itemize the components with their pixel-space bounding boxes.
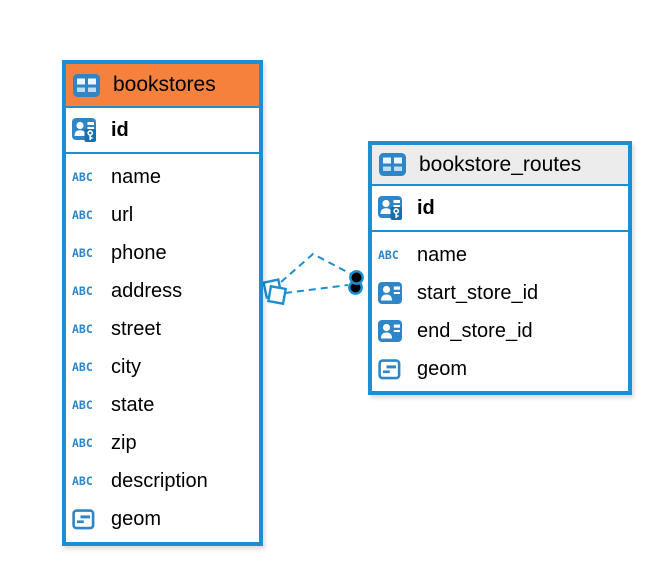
- column-row[interactable]: start_store_id: [372, 274, 628, 312]
- relationship-line[interactable]: [284, 284, 349, 294]
- relationship-line[interactable]: [280, 252, 352, 283]
- column-row[interactable]: ABC description: [66, 462, 259, 500]
- text-icon: ABC: [72, 284, 93, 298]
- geometry-icon: [72, 508, 103, 530]
- column-row[interactable]: ABC city: [66, 348, 259, 386]
- column-label: name: [111, 165, 162, 188]
- column-row[interactable]: geom: [372, 350, 628, 388]
- primary-key-icon: [72, 117, 103, 143]
- circle-marker: [348, 280, 363, 295]
- column-label: state: [111, 393, 155, 416]
- column-row[interactable]: ABC name: [372, 236, 628, 274]
- circle-marker: [349, 270, 364, 285]
- text-icon: ABC: [378, 248, 399, 262]
- column-label: zip: [111, 431, 137, 454]
- column-row[interactable]: ABC name: [66, 158, 259, 196]
- column-row[interactable]: end_store_id: [372, 312, 628, 350]
- geometry-icon: [378, 358, 409, 380]
- column-label: phone: [111, 241, 167, 264]
- table-bookstore-routes[interactable]: bookstore_routes id ABC name start_store_i…: [368, 141, 632, 395]
- table-title: bookstores: [113, 73, 216, 96]
- text-icon: ABC: [72, 170, 93, 184]
- column-label: address: [111, 279, 183, 302]
- column-row[interactable]: ABC address: [66, 272, 259, 310]
- column-row[interactable]: ABC phone: [66, 234, 259, 272]
- column-row[interactable]: ABC zip: [66, 424, 259, 462]
- column-row[interactable]: geom: [66, 500, 259, 538]
- column-label: start_store_id: [417, 281, 539, 304]
- pk-label: id: [417, 196, 435, 219]
- text-icon: ABC: [72, 322, 93, 336]
- pk-label: id: [111, 118, 129, 141]
- column-label: name: [417, 243, 468, 266]
- pk-row[interactable]: id: [372, 186, 628, 232]
- table-icon: [379, 153, 410, 176]
- table-title: bookstore_routes: [419, 152, 582, 176]
- column-label: street: [111, 317, 162, 340]
- text-icon: ABC: [72, 398, 93, 412]
- table-icon: [73, 73, 104, 97]
- column-label: description: [111, 469, 208, 492]
- text-icon: ABC: [72, 208, 93, 222]
- diamond-marker: [266, 284, 288, 306]
- primary-key-icon: [378, 195, 409, 221]
- text-icon: ABC: [72, 246, 93, 260]
- column-label: city: [111, 355, 141, 378]
- column-row[interactable]: ABC url: [66, 196, 259, 234]
- table-header[interactable]: bookstore_routes: [372, 145, 628, 186]
- column-label: end_store_id: [417, 319, 533, 342]
- foreign-key-icon: [378, 320, 409, 342]
- column-label: geom: [111, 507, 162, 530]
- column-label: geom: [417, 357, 468, 380]
- column-label: url: [111, 203, 134, 226]
- text-icon: ABC: [72, 360, 93, 374]
- column-row[interactable]: ABC street: [66, 310, 259, 348]
- diamond-marker: [262, 278, 283, 299]
- pk-row[interactable]: id: [66, 108, 259, 154]
- column-row[interactable]: ABC state: [66, 386, 259, 424]
- table-header[interactable]: bookstores: [66, 64, 259, 108]
- text-icon: ABC: [72, 436, 93, 450]
- text-icon: ABC: [72, 474, 93, 488]
- foreign-key-icon: [378, 282, 409, 304]
